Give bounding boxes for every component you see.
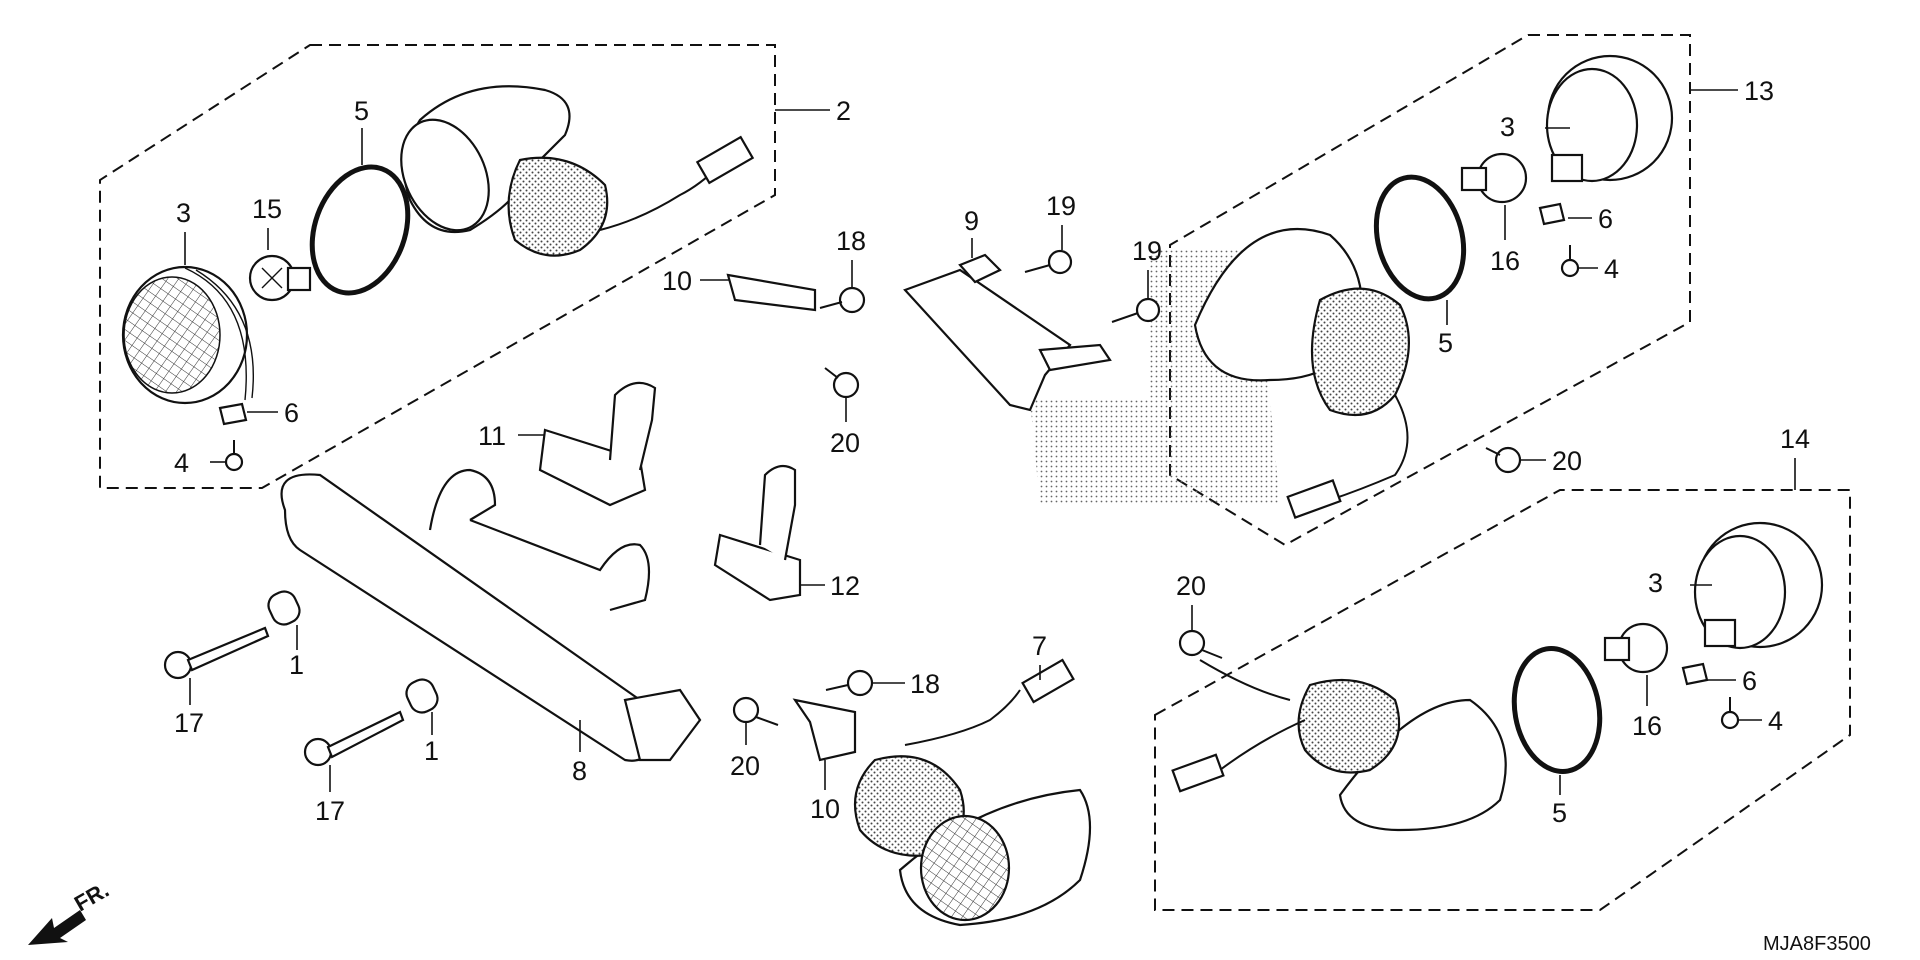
- gasket-part-5: [309, 164, 411, 296]
- clip-part-6c: [1681, 662, 1709, 686]
- callout-16a: 16: [1490, 246, 1520, 276]
- callout-16b: 16: [1632, 711, 1662, 741]
- callout-11: 11: [478, 421, 506, 451]
- clip-part-6: [218, 402, 248, 426]
- callout-20b: 20: [1552, 446, 1582, 476]
- direction-label: FR.: [70, 877, 113, 916]
- callout-3b: 3: [1500, 112, 1515, 142]
- callout-15: 15: [252, 194, 282, 224]
- bracket-part-12: [713, 464, 802, 602]
- group-14-boundary: [1154, 489, 1851, 911]
- bulb-part-16b: [1603, 622, 1669, 674]
- screw-part-19b: [1111, 297, 1161, 323]
- callout-17b: 17: [315, 796, 345, 826]
- callout-5a: 5: [354, 96, 369, 126]
- callout-3a: 3: [176, 198, 191, 228]
- housing-part-2: [400, 85, 755, 257]
- callout-8: 8: [572, 756, 587, 786]
- callout-5b: 5: [1438, 328, 1453, 358]
- bracket-part-9: [903, 253, 1112, 412]
- connector-part-7: [1021, 658, 1075, 704]
- screw-part-20d: [732, 696, 779, 726]
- signal-part-7: [853, 658, 1092, 927]
- callout-18a: 18: [836, 226, 866, 256]
- screw-part-4b: [1560, 245, 1580, 278]
- callout-4b: 4: [1604, 254, 1619, 284]
- lens-part-3c: [1693, 521, 1824, 650]
- callout-6b: 6: [1598, 204, 1613, 234]
- callout-20a: 20: [830, 428, 860, 458]
- callout-10b: 10: [810, 794, 840, 824]
- callout-17a: 17: [174, 708, 204, 738]
- bracket-part-10a: [726, 273, 817, 312]
- callout-2: 2: [836, 96, 851, 126]
- callout-4c: 4: [1768, 706, 1783, 736]
- screw-part-18a: [819, 286, 866, 314]
- bracket-part-11: [538, 381, 657, 507]
- callout-5c: 5: [1552, 798, 1567, 828]
- callout-1a: 1: [289, 650, 304, 680]
- callout-12: 12: [830, 571, 860, 601]
- group-2-boundary: [99, 44, 776, 489]
- collar-part-1a: [267, 590, 301, 626]
- screw-part-19a: [1024, 249, 1073, 275]
- screw-part-4c: [1720, 697, 1740, 730]
- callout-4a: 4: [174, 448, 189, 478]
- callout-19b: 19: [1132, 236, 1162, 266]
- housing-part-13: [1193, 227, 1410, 519]
- leader-lines: [184, 89, 1796, 795]
- screw-part-20b: [1485, 446, 1522, 474]
- screw-part-20a: [824, 367, 860, 399]
- bracket-part-10b: [792, 698, 857, 762]
- callout-20d: 20: [730, 751, 760, 781]
- screw-part-18b: [825, 669, 874, 697]
- gasket-part-5c: [1511, 646, 1603, 774]
- collar-part-1b: [405, 678, 439, 714]
- gasket-part-5b: [1373, 174, 1467, 302]
- bolt-part-17b: [303, 710, 405, 767]
- callout-20c: 20: [1176, 571, 1206, 601]
- callout-7: 7: [1032, 631, 1047, 661]
- bulb-part-16: [1460, 152, 1528, 204]
- group-13-boundary: [1169, 34, 1691, 547]
- assembly-group-13: [1030, 34, 1691, 547]
- screw-part-20c: [1178, 629, 1223, 659]
- callout-6c: 6: [1742, 666, 1757, 696]
- callout-6a: 6: [284, 398, 299, 428]
- housing-part-14: [1171, 659, 1507, 832]
- callout-19a: 19: [1046, 191, 1076, 221]
- clip-part-6b: [1538, 202, 1566, 226]
- bolt-part-17a: [163, 626, 270, 680]
- callout-3c: 3: [1648, 568, 1663, 598]
- callout-9: 9: [964, 206, 979, 236]
- callout-13: 13: [1744, 76, 1774, 106]
- callout-10a: 10: [662, 266, 692, 296]
- screw-part-4: [224, 440, 244, 472]
- assembly-group-14: [1154, 489, 1851, 911]
- front-direction-indicator: FR.: [28, 877, 113, 945]
- callout-18b: 18: [910, 669, 940, 699]
- callout-14: 14: [1780, 424, 1810, 454]
- bar-part-8: [280, 468, 702, 762]
- assembly-group-2: [99, 44, 776, 489]
- lens-part-3b: [1545, 54, 1674, 183]
- diagram-code: MJA8F3500: [1763, 933, 1871, 955]
- lens-part-3: [121, 265, 254, 405]
- callouts: 2 13 14 1 1 17 17 8 3 15 5 6 4 9 10 11 1…: [174, 76, 1810, 828]
- arrow-down-left-icon: [28, 910, 86, 945]
- callout-1b: 1: [424, 736, 439, 766]
- bulb-part-15: [248, 254, 312, 302]
